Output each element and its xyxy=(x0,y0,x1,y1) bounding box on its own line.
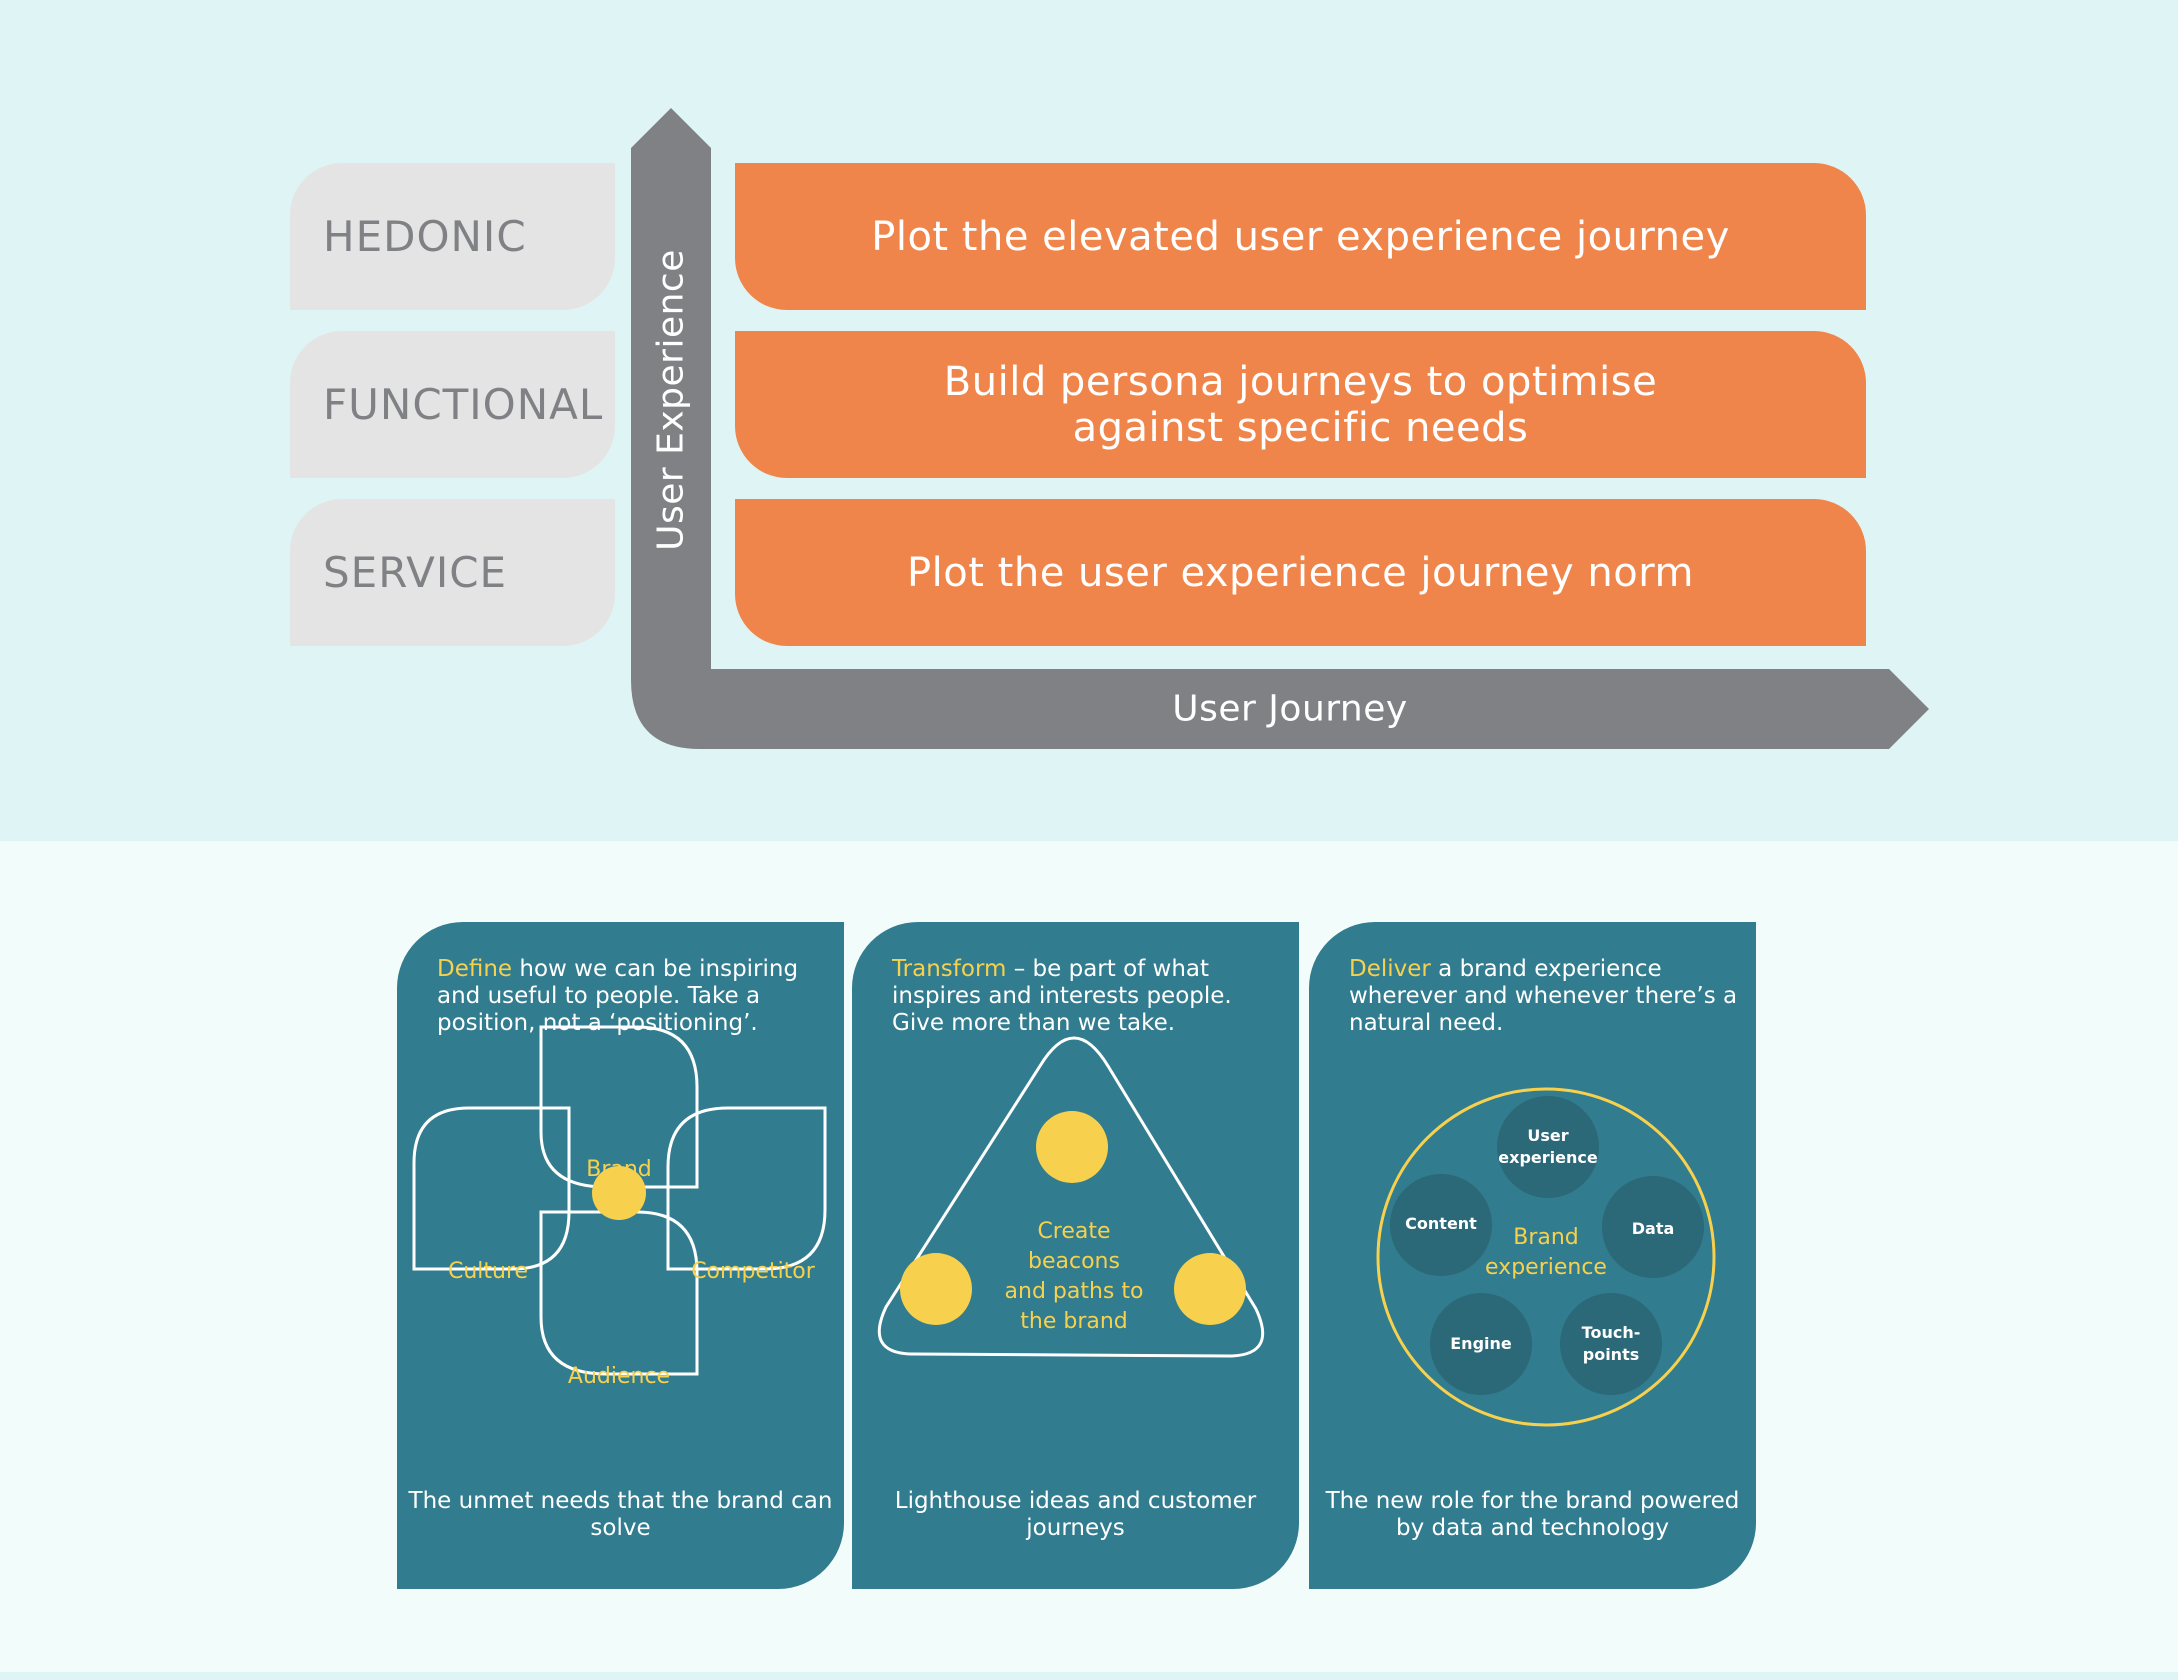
level-hedonic: HEDONIC xyxy=(290,163,615,310)
node-label: Engine xyxy=(1450,1334,1512,1353)
card-keyword: Define xyxy=(437,956,513,982)
node-touchpoints xyxy=(1560,1293,1662,1395)
card-intro-text: a brand experience wherever and whenever… xyxy=(1349,956,1738,1036)
y-axis-label: User Experience xyxy=(650,249,692,551)
center-dot xyxy=(592,1166,646,1220)
label-culture: Culture xyxy=(447,1259,529,1284)
band-text: Build persona journeys to optimise again… xyxy=(943,358,1658,451)
y-axis-arrow xyxy=(631,108,1929,749)
circle-cluster-diagram xyxy=(1376,1087,1716,1427)
card-caption: The new role for the brand powered by da… xyxy=(1325,1488,1740,1541)
triangle-diagram xyxy=(877,1036,1265,1358)
band-text: Plot the elevated user experience journe… xyxy=(871,213,1730,260)
label-competitor: Competitor xyxy=(691,1259,815,1284)
card-caption: The unmet needs that the brand can solve xyxy=(408,1488,833,1541)
bottom-divider xyxy=(0,1672,2178,1680)
beacon-right xyxy=(1174,1253,1246,1325)
node-label: Touch-points xyxy=(1581,1323,1641,1364)
card-intro-text: how we can be inspiring and useful to pe… xyxy=(437,956,799,1036)
level-functional: FUNCTIONAL xyxy=(290,331,615,478)
node-label: User experience xyxy=(1498,1126,1598,1167)
node-label: Content xyxy=(1405,1214,1477,1233)
band-text: Plot the user experience journey norm xyxy=(907,549,1694,596)
card-intro: Deliver a brand experience wherever and … xyxy=(1349,956,1739,1037)
card-keyword: Transform xyxy=(892,956,1007,982)
cluster-center-label: Brand experience xyxy=(1485,1225,1607,1280)
triangle-outline xyxy=(877,1036,1265,1358)
card-keyword: Deliver xyxy=(1349,956,1431,982)
petal-competitor xyxy=(666,1106,827,1271)
card-transform: Transform – be part of what inspires and… xyxy=(852,922,1299,1589)
node-engine xyxy=(1430,1293,1532,1395)
axes-graphic xyxy=(631,108,1929,749)
card-define: Define how we can be inspiring and usefu… xyxy=(397,922,844,1589)
node-label: Data xyxy=(1631,1219,1675,1238)
triangle-center-label: Create beacons and paths to the brand xyxy=(1004,1219,1144,1334)
petal-culture xyxy=(412,1106,571,1271)
outer-ring xyxy=(1376,1087,1716,1427)
petal-brand xyxy=(539,1025,699,1189)
band-service: Plot the user experience journey norm xyxy=(735,499,1866,646)
four-petal-diagram xyxy=(412,1025,827,1376)
card-intro: Define how we can be inspiring and usefu… xyxy=(437,956,827,1037)
beacon-left xyxy=(900,1253,972,1325)
beacon-top xyxy=(1036,1111,1108,1183)
card-deliver: Deliver a brand experience wherever and … xyxy=(1309,922,1756,1589)
card-intro-text: – be part of what inspires and interests… xyxy=(892,956,1232,1036)
node-data xyxy=(1602,1176,1704,1278)
card-caption: Lighthouse ideas and customer journeys xyxy=(894,1488,1257,1541)
label-brand: Brand xyxy=(586,1157,652,1182)
x-axis-label: User Journey xyxy=(1172,688,1408,730)
level-service: SERVICE xyxy=(290,499,615,646)
node-user-experience xyxy=(1497,1096,1599,1198)
petal-audience xyxy=(539,1210,699,1376)
node-content xyxy=(1390,1174,1492,1276)
label-audience: Audience xyxy=(567,1364,671,1389)
band-functional: Build persona journeys to optimise again… xyxy=(735,331,1866,478)
card-intro: Transform – be part of what inspires and… xyxy=(892,956,1282,1037)
band-hedonic: Plot the elevated user experience journe… xyxy=(735,163,1866,310)
